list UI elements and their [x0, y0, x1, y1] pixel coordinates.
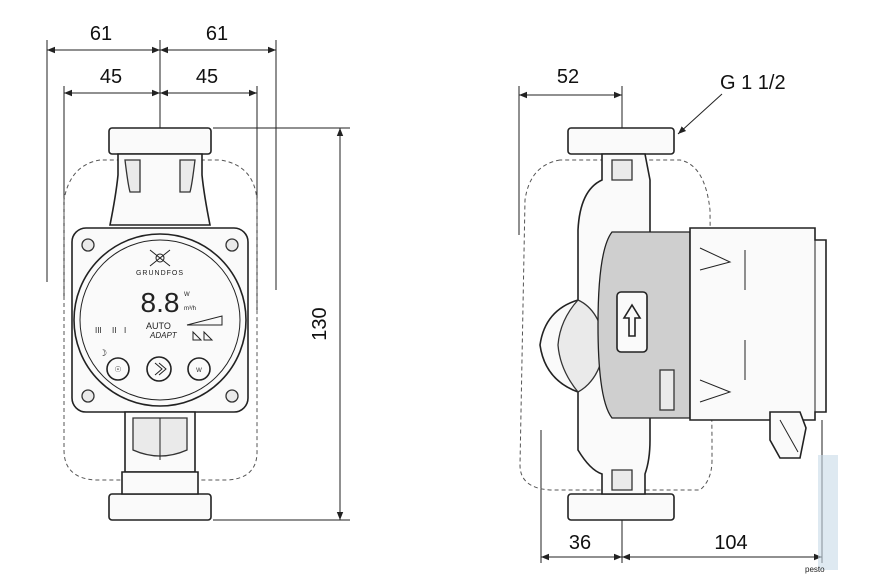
- screw-icon: [81, 389, 95, 403]
- flow-direction-arrow-icon: [622, 303, 642, 337]
- brand-label: GRUNDFOS: [136, 270, 184, 277]
- thread-callout: G 1 1/2: [720, 72, 786, 94]
- side-motor-can: [689, 227, 827, 421]
- right-button[interactable]: W: [187, 357, 211, 381]
- pressure-curve-icon: [186, 315, 223, 341]
- mode-line1: AUTO: [146, 321, 171, 331]
- dim-side-top: 52: [557, 66, 579, 88]
- screw-icon: [225, 389, 239, 403]
- neck-rib-left: [124, 159, 141, 193]
- center-button[interactable]: [146, 356, 172, 382]
- dim-side-bottom-right: 104: [714, 532, 747, 554]
- dim-front-right-inner: 45: [196, 66, 218, 88]
- side-connector: [659, 369, 675, 411]
- front-view: 61 61 45 45 130 GRUNDFOS 8.8 W m³/h: [46, 23, 350, 521]
- chevron-right-icon: [154, 362, 167, 376]
- grundfos-logo: [149, 249, 171, 267]
- watermark-label: pesto: [805, 565, 825, 574]
- speed-bar-3: III: [95, 326, 102, 335]
- units-icon: W: [196, 368, 202, 374]
- dim-side-bottom-left: 36: [569, 532, 591, 554]
- speed-bar-1: I: [124, 326, 126, 335]
- plug-detail: [779, 419, 799, 453]
- motor-fin: [699, 247, 732, 271]
- side-direction-box: [616, 291, 648, 353]
- bottom-neck-lower: [121, 471, 199, 495]
- callout-leader: [677, 93, 723, 135]
- side-bottom-flange: [567, 493, 675, 521]
- display-face: [79, 239, 241, 401]
- top-flange: [108, 127, 212, 155]
- night-mode-icon: ☽: [99, 348, 107, 358]
- mode-line2: ADAPT: [149, 331, 178, 340]
- motor-fin: [699, 379, 732, 403]
- side-view: 52 36 104 G 1 1/2: [518, 66, 827, 563]
- neck-rib-right: [179, 159, 196, 193]
- mode-icon: ☉: [114, 365, 121, 374]
- dim-front-left-inner: 45: [100, 66, 122, 88]
- side-top-port: [611, 159, 633, 181]
- speed-bar-2: II: [112, 326, 116, 335]
- display-digits: 8.8: [141, 287, 180, 318]
- watermark: pesto: [805, 455, 838, 574]
- dim-front-left-outer: 61: [90, 23, 112, 45]
- bottom-flange: [108, 493, 212, 521]
- side-top-flange: [567, 127, 675, 155]
- unit-power-label: W: [184, 292, 190, 298]
- screw-icon: [225, 238, 239, 252]
- unit-flow-label: m³/h: [184, 306, 196, 312]
- insulation-shell-outline-side: [519, 159, 713, 491]
- left-button[interactable]: ☉: [106, 357, 130, 381]
- dim-front-right-outer: 61: [206, 23, 228, 45]
- side-bottom-port: [611, 469, 633, 491]
- dim-front-height: 130: [309, 307, 331, 340]
- screw-icon: [81, 238, 95, 252]
